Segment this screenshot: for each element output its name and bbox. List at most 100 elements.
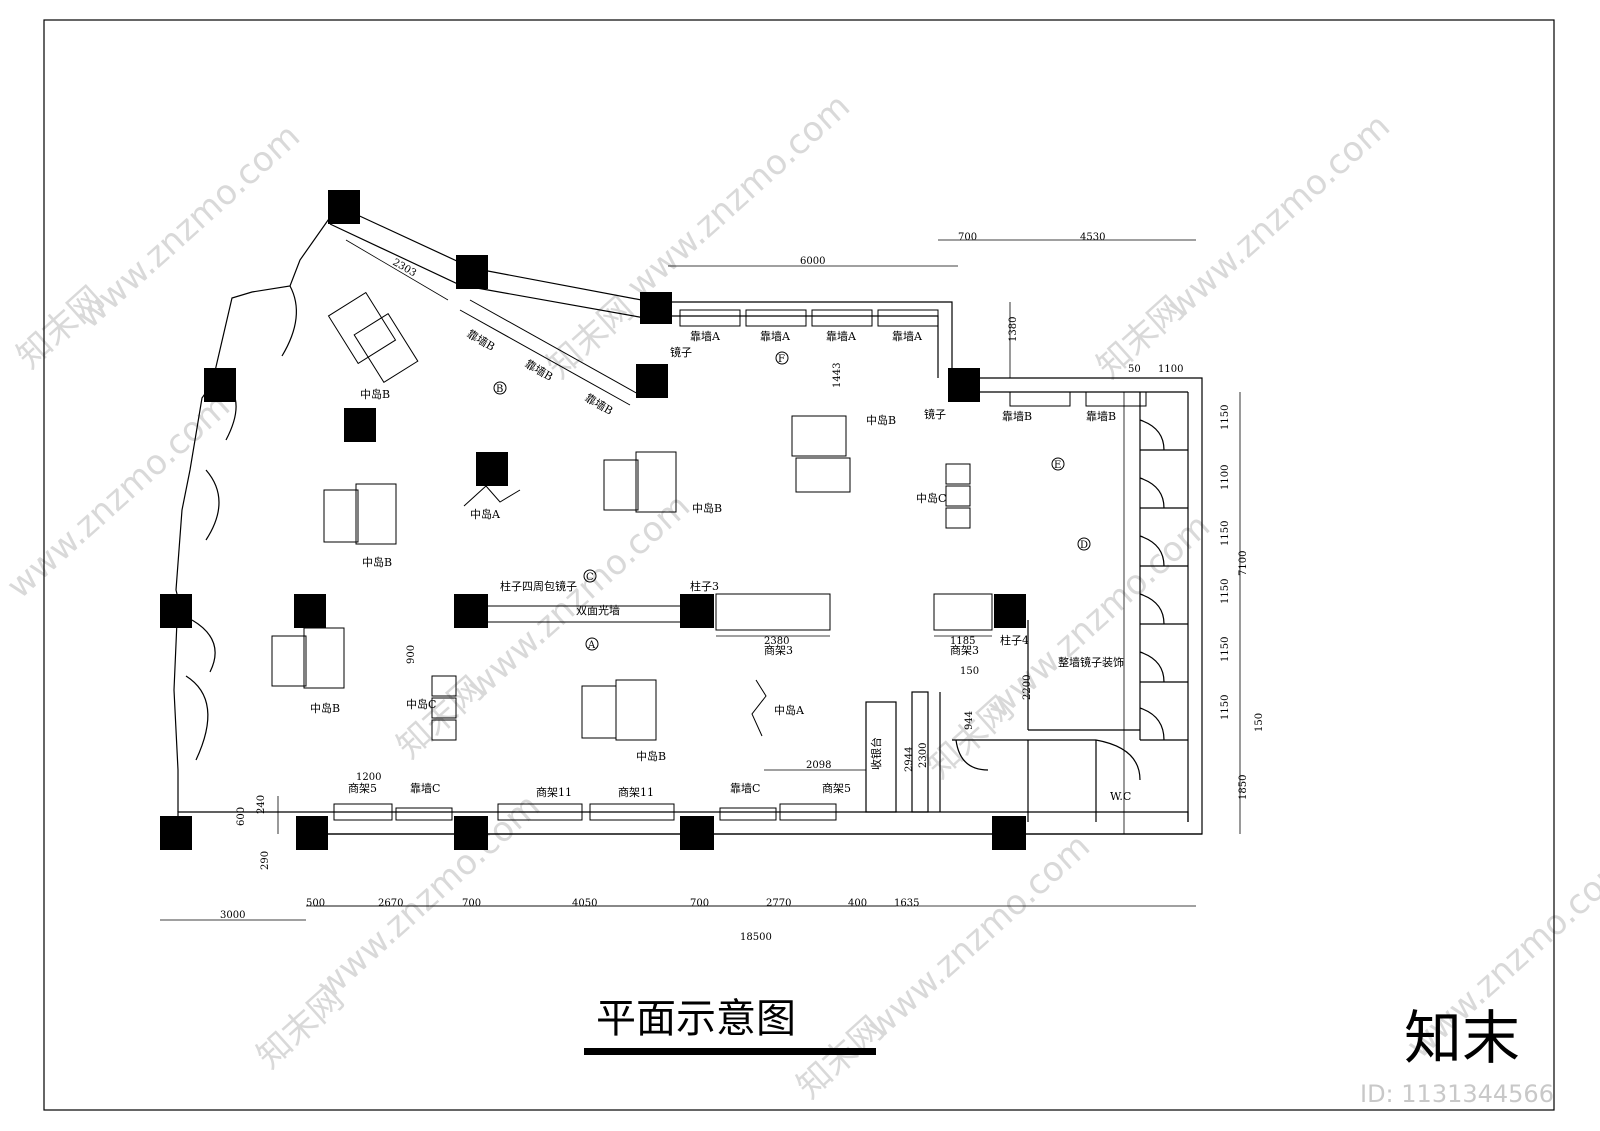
dim-1850: 1850 xyxy=(1238,775,1249,800)
dim-1150-c: 1150 xyxy=(1220,579,1231,604)
sheet-border xyxy=(43,19,1555,1111)
section-tags: A B C D E F xyxy=(493,351,1091,651)
dim-700: 700 xyxy=(958,232,977,243)
watermark-site: www.znzmo.com xyxy=(859,826,1098,1047)
label-cashier: 收银台 xyxy=(869,737,883,770)
dim-150-b: 150 xyxy=(960,666,979,677)
watermark-badge: 知末网 xyxy=(919,689,1022,787)
label-zhongdao-b: 中岛B xyxy=(362,555,392,569)
dim-18500: 18500 xyxy=(740,932,772,943)
label-shelf3: 商架3 xyxy=(950,643,979,657)
label-zhongdao-c: 中岛C xyxy=(916,491,946,505)
watermark-badge: 知末网 xyxy=(789,1009,892,1107)
tag-a: A xyxy=(587,640,596,651)
label-kaoqiang-b: 靠墙B xyxy=(1002,409,1032,423)
label-kaoqiang-c: 靠墙C xyxy=(730,781,760,795)
label-shelf3: 商架3 xyxy=(764,643,793,657)
page-title: 平面示意图 xyxy=(596,996,796,1042)
tag-e: E xyxy=(1054,460,1061,471)
label-wc: W.C xyxy=(1110,790,1131,803)
label-shelf11: 商架11 xyxy=(618,785,654,799)
label-wall-mirror: 整墙镜子装饰 xyxy=(1058,655,1124,669)
label-kaoqiang-a: 靠墙A xyxy=(760,329,791,343)
watermark-site: www.znzmo.com xyxy=(309,786,548,1007)
dim-290: 290 xyxy=(260,851,271,870)
tag-b: B xyxy=(496,384,503,395)
label-kaoqiang-b: 靠墙B xyxy=(1086,409,1116,423)
watermark-id: ID: 1131344566 xyxy=(1360,1080,1554,1108)
dim-400: 400 xyxy=(848,898,867,909)
label-double-glass: 双面光墙 xyxy=(576,603,620,617)
dim-2380: 2380 xyxy=(764,636,789,647)
tag-d: D xyxy=(1080,540,1088,551)
dim-2770: 2770 xyxy=(766,898,791,909)
furniture xyxy=(271,291,1147,821)
dim-6000: 6000 xyxy=(800,256,825,267)
room-labels: 靠墙A 靠墙A 靠墙A 靠墙A 靠墙B 靠墙B 靠墙B 靠墙B 靠墙B 镜子 镜… xyxy=(310,326,1131,803)
dim-1150-e: 1150 xyxy=(1220,695,1231,720)
label-column3: 柱子3 xyxy=(690,579,719,593)
dim-2200: 2200 xyxy=(1022,675,1033,700)
label-zhongdao-a: 中岛A xyxy=(470,507,501,521)
dim-1150: 1150 xyxy=(1220,405,1231,430)
dim-700-b: 700 xyxy=(462,898,481,909)
watermark-site: www.znzmo.com xyxy=(1159,106,1398,327)
dim-2944: 2944 xyxy=(904,747,915,772)
dim-700-c: 700 xyxy=(690,898,709,909)
label-kaoqiang-b: 靠墙B xyxy=(465,326,498,353)
dim-1200: 1200 xyxy=(356,772,381,783)
dimension-lines xyxy=(160,239,1241,921)
label-zhongdao-a: 中岛A xyxy=(774,703,805,717)
dim-600: 600 xyxy=(236,807,247,826)
columns xyxy=(160,190,1026,850)
label-shelf5: 商架5 xyxy=(348,781,377,795)
watermark-site: www.znzmo.com xyxy=(619,86,858,307)
dim-1150-b: 1150 xyxy=(1220,521,1231,546)
dim-1185: 1185 xyxy=(950,636,975,647)
label-zhongdao-b: 中岛B xyxy=(310,701,340,715)
title-underline xyxy=(584,1048,876,1055)
dim-1150-d: 1150 xyxy=(1220,637,1231,662)
watermark-site: www.znzmo.com xyxy=(0,386,238,607)
label-column-mirror: 柱子四周包镜子 xyxy=(500,579,577,593)
label-shelf5: 商架5 xyxy=(822,781,851,795)
dimension-text: 6000 700 4530 1380 50 1100 1150 1100 115… xyxy=(220,232,1265,943)
label-mirror: 镜子 xyxy=(670,345,692,359)
watermark-layer: www.znzmo.com www.znzmo.com www.znzmo.co… xyxy=(0,86,1600,1107)
dim-1443: 1443 xyxy=(832,363,843,388)
dim-1380: 1380 xyxy=(1008,317,1019,342)
label-kaoqiang-a: 靠墙A xyxy=(690,329,721,343)
dim-4530: 4530 xyxy=(1080,232,1105,243)
tag-c: C xyxy=(586,572,594,583)
dim-240: 240 xyxy=(256,795,267,814)
label-kaoqiang-c: 靠墙C xyxy=(410,781,440,795)
label-shelf11: 商架11 xyxy=(536,785,572,799)
dim-150: 150 xyxy=(1254,713,1265,732)
dim-2303: 2303 xyxy=(391,257,419,279)
label-kaoqiang-a: 靠墙A xyxy=(892,329,923,343)
dim-1635: 1635 xyxy=(894,898,919,909)
dim-900: 900 xyxy=(406,645,417,664)
tag-f: F xyxy=(778,354,785,365)
dim-7100: 7100 xyxy=(1238,551,1249,576)
watermark-brand: 知末 xyxy=(1404,1004,1520,1072)
dim-500: 500 xyxy=(306,898,325,909)
dim-3000: 3000 xyxy=(220,910,245,921)
watermark-badge: 知末网 xyxy=(249,979,352,1077)
label-kaoqiang-a: 靠墙A xyxy=(826,329,857,343)
dim-1100-b: 1100 xyxy=(1220,465,1231,490)
dim-944: 944 xyxy=(964,711,975,730)
dim-50: 50 xyxy=(1128,364,1141,375)
label-column4: 柱子4 xyxy=(1000,633,1029,647)
dim-2300: 2300 xyxy=(918,743,929,768)
dim-1100: 1100 xyxy=(1158,364,1183,375)
label-zhongdao-b: 中岛B xyxy=(636,749,666,763)
dim-4050: 4050 xyxy=(572,898,597,909)
label-mirror: 镜子 xyxy=(924,407,946,421)
label-zhongdao-b: 中岛B xyxy=(360,387,390,401)
label-zhongdao-b: 中岛B xyxy=(866,413,896,427)
dim-2670: 2670 xyxy=(378,898,403,909)
label-zhongdao-c: 中岛C xyxy=(406,697,436,711)
label-zhongdao-b: 中岛B xyxy=(692,501,722,515)
